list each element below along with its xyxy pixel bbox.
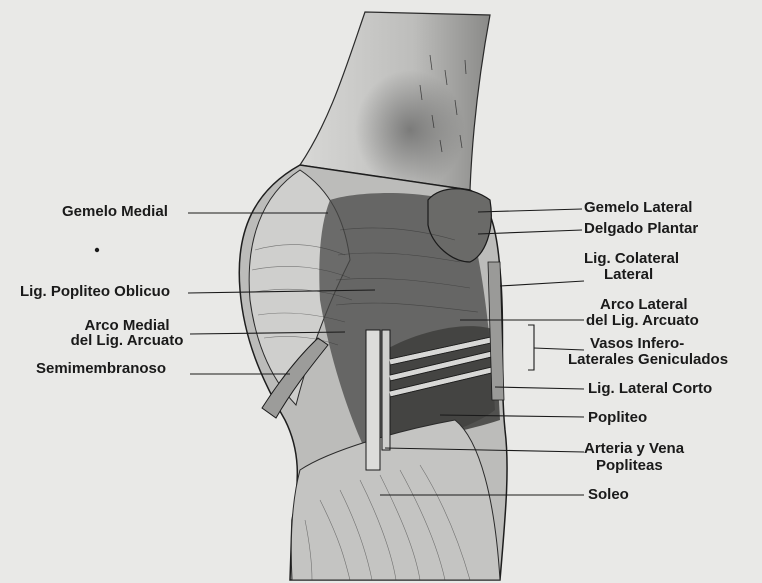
vena-shape xyxy=(382,330,390,450)
label-arteria-1: Arteria y Vena xyxy=(584,441,684,457)
label-arco-lateral-2: del Lig. Arcuato xyxy=(586,313,699,329)
label-vasos-1: Vasos Infero- xyxy=(590,336,684,352)
label-lig-colateral-2: Lateral xyxy=(604,267,653,283)
label-arco-medial-2: del Lig. Arcuato xyxy=(62,333,192,349)
label-gemelo-lateral: Gemelo Lateral xyxy=(584,200,692,216)
label-arco-lateral-1: Arco Lateral xyxy=(600,297,688,313)
arteria-vena-shape xyxy=(366,330,380,470)
label-gemelo-medial: Gemelo Medial xyxy=(62,204,168,220)
thigh-shadow xyxy=(355,70,465,190)
label-semimembranoso: Semimembranoso xyxy=(36,361,166,377)
label-delgado-plantar: Delgado Plantar xyxy=(584,221,698,237)
label-lig-colateral-1: Lig. Colateral xyxy=(584,251,679,267)
label-popliteo: Popliteo xyxy=(588,410,647,426)
label-arteria-2: Popliteas xyxy=(596,458,663,474)
label-soleo: Soleo xyxy=(588,487,629,503)
label-lig-popliteo-oblicuo: Lig. Popliteo Oblicuo xyxy=(20,284,170,300)
label-lig-lateral-corto: Lig. Lateral Corto xyxy=(588,381,712,397)
label-vasos-2: Laterales Geniculados xyxy=(568,352,728,368)
